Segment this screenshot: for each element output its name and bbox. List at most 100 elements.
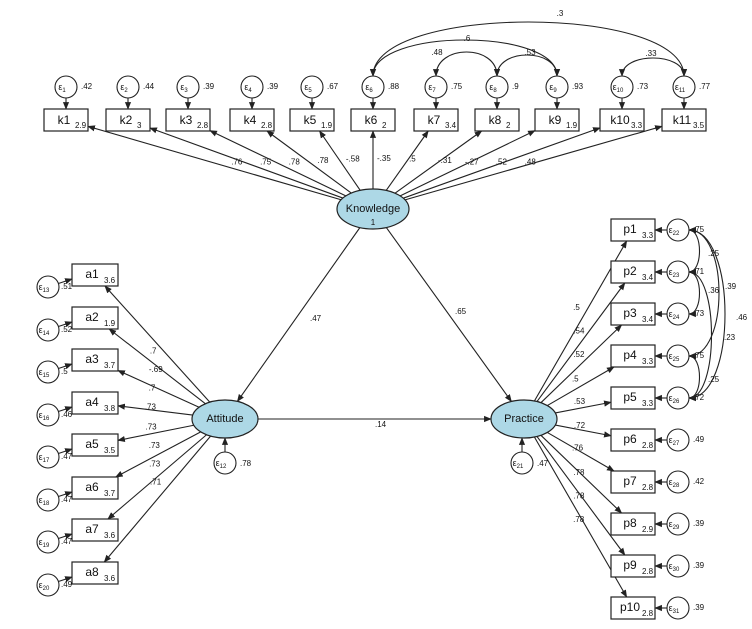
covariance-arc-ε6-ε9 — [369, 39, 561, 77]
covariance-ε25-ε26: .25 — [708, 375, 720, 384]
covariance-arc-ε8-ε9 — [493, 54, 561, 77]
error-circle-ε26 — [666, 386, 690, 410]
error-circle-ε16 — [36, 403, 60, 427]
covariance-arc-ε10-ε11 — [618, 57, 688, 77]
error-var-ε25: .75 — [693, 351, 705, 360]
error-circle-ε14 — [36, 318, 60, 342]
item-mean-k5: 1.9 — [321, 121, 333, 130]
error-circle-ε5 — [300, 75, 324, 99]
error-circle-ε18 — [36, 488, 60, 512]
error-name-ε3: ε3 — [180, 82, 188, 94]
loading-arrow-p7 — [547, 431, 615, 472]
item-box-a3 — [71, 348, 119, 372]
item-box-p5 — [610, 386, 656, 410]
path-arrow-K-P — [385, 227, 512, 403]
loading-p7: .76 — [572, 444, 584, 453]
error-name-ε11: ε11 — [675, 82, 686, 94]
item-name-k1: k1 — [58, 113, 71, 127]
error-var-ε27: .49 — [693, 435, 705, 444]
error-name-ε1: ε1 — [58, 82, 66, 94]
item-box-p4 — [610, 344, 656, 368]
loading-p5: .53 — [574, 397, 586, 406]
item-box-a6 — [71, 476, 119, 500]
path-coef-K-P: .65 — [455, 307, 467, 316]
loading-arrow-k1 — [87, 125, 342, 201]
error-var-ε28: .42 — [693, 477, 705, 486]
loading-k8: -.31 — [438, 156, 452, 165]
item-name-p4: p4 — [623, 348, 637, 362]
item-name-k3: k3 — [180, 113, 193, 127]
item-mean-p2: 3.4 — [642, 273, 654, 282]
error-circle-ε9 — [545, 75, 569, 99]
error-name-ε12: ε12 — [216, 458, 227, 470]
item-box-p2 — [610, 260, 656, 284]
item-name-k5: k5 — [304, 113, 317, 127]
covariance-ε8-ε9: .53 — [524, 48, 536, 57]
error-var-ε11: .77 — [699, 82, 711, 91]
error-var-ε1: .42 — [81, 82, 93, 91]
loading-arrow-a8 — [103, 435, 211, 563]
covariance-arc-ε25-ε26 — [688, 352, 700, 402]
loading-arrow-k8 — [394, 130, 483, 194]
error-name-ε19: ε19 — [39, 537, 50, 549]
item-name-a1: a1 — [85, 267, 99, 281]
item-name-a7: a7 — [85, 522, 99, 536]
latent-practice — [490, 399, 558, 439]
item-name-k2: k2 — [120, 113, 133, 127]
error-arrow-a4 — [58, 406, 73, 413]
error-var-ε9: .93 — [572, 82, 584, 91]
item-box-a7 — [71, 518, 119, 542]
loading-arrow-k10 — [403, 127, 601, 199]
error-name-ε6: ε6 — [365, 82, 373, 94]
loading-p3: .52 — [573, 350, 585, 359]
error-var-ε19: .47 — [61, 537, 73, 546]
covariance-ε22-ε25: .46 — [736, 313, 748, 322]
item-mean-a6: 3.7 — [104, 489, 116, 498]
item-box-k1 — [43, 108, 89, 132]
item-mean-p5: 3.3 — [642, 399, 654, 408]
error-circle-ε20 — [36, 573, 60, 597]
item-mean-p9: 2.8 — [642, 567, 654, 576]
loading-arrow-a3 — [117, 369, 200, 408]
loading-p6: .72 — [574, 421, 586, 430]
path-arrow-K-A — [236, 227, 361, 403]
loading-arrow-k9 — [399, 130, 536, 197]
error-var-ε8: .9 — [512, 82, 519, 91]
loading-arrow-p3 — [540, 324, 623, 404]
latent-knowledge — [336, 188, 410, 230]
latent-name-attitude: Attitude — [206, 413, 243, 425]
item-name-p6: p6 — [623, 432, 637, 446]
loading-k1: .76 — [231, 158, 243, 167]
error-name-ε22: ε22 — [669, 225, 680, 237]
error-name-ε30: ε30 — [669, 561, 680, 573]
error-circle-ε23 — [666, 260, 690, 284]
error-var-ε30: .39 — [693, 561, 705, 570]
latent-variance-knowledge: 1 — [371, 218, 376, 227]
item-name-k6: k6 — [365, 113, 378, 127]
loading-k3: .78 — [289, 158, 301, 167]
loading-arrow-k4 — [266, 130, 352, 194]
item-box-a2 — [71, 306, 119, 330]
error-var-ε23: .71 — [693, 267, 705, 276]
error-var-ε24: .73 — [693, 309, 705, 318]
loading-k11: .48 — [525, 158, 537, 167]
item-mean-k4: 2.8 — [261, 121, 273, 130]
error-circle-ε6 — [361, 75, 385, 99]
loading-arrow-k2 — [149, 127, 344, 199]
loading-arrow-a7 — [107, 434, 207, 520]
loading-arrow-k7 — [385, 130, 429, 191]
loading-k9: -.27 — [465, 158, 479, 167]
loading-arrow-a1 — [104, 285, 211, 403]
error-circle-ε29 — [666, 512, 690, 536]
loading-arrow-p6 — [555, 424, 612, 438]
loading-a5: .73 — [145, 422, 157, 431]
error-circle-ε10 — [610, 75, 634, 99]
item-name-k10: k10 — [610, 113, 630, 127]
loading-arrow-a6 — [115, 431, 201, 478]
item-mean-p4: 3.3 — [642, 357, 654, 366]
item-box-k7 — [413, 108, 459, 132]
loading-a2: -.69 — [149, 365, 163, 374]
latent-name-practice: Practice — [504, 413, 544, 425]
item-name-p5: p5 — [623, 390, 637, 404]
error-circle-ε7 — [424, 75, 448, 99]
